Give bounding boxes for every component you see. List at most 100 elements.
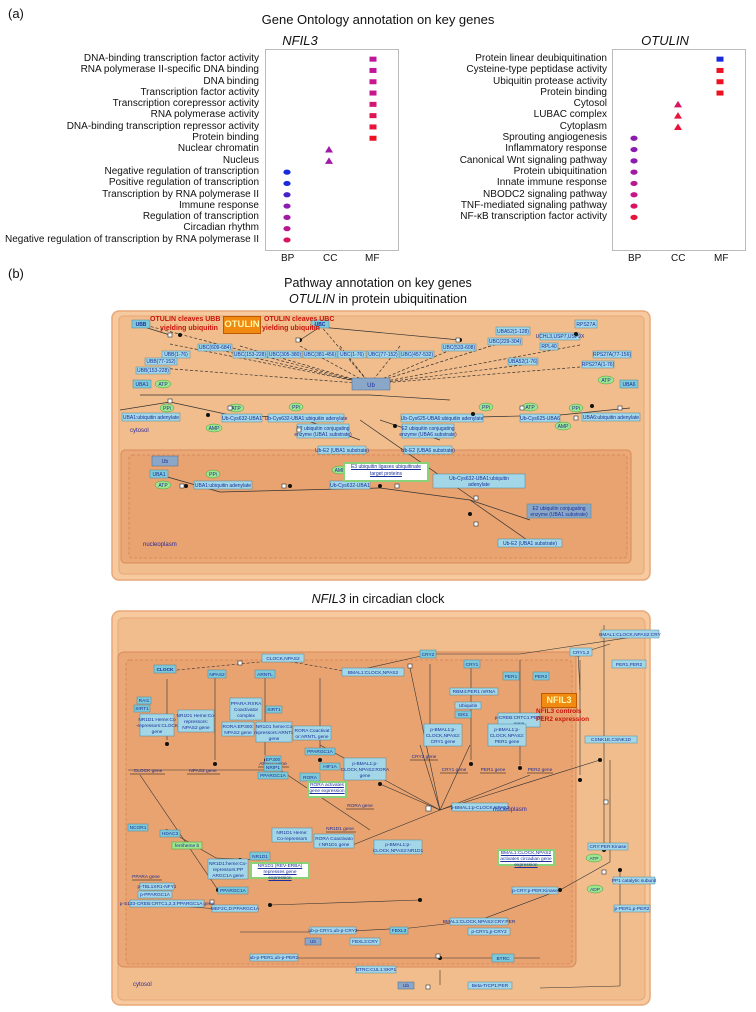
- svg-text:UBB: UBB: [136, 322, 147, 328]
- svg-text:CLOCK,NPAS2: CLOCK,NPAS2: [266, 656, 300, 662]
- svg-text:UBA6: UBA6: [622, 382, 635, 388]
- svg-text:complex: complex: [237, 713, 255, 719]
- otulin-nucleoplasm-label: nucleoplasm: [143, 542, 177, 548]
- svg-text:UBC(305-380): UBC(305-380): [269, 352, 302, 358]
- svg-text:PER2: PER2: [535, 674, 548, 680]
- svg-text:PPi: PPi: [209, 472, 217, 478]
- svg-text:CRY1: CRY1: [466, 662, 479, 668]
- svg-text:r:NR1D1 gene: r:NR1D1 gene: [319, 842, 350, 848]
- svg-text:UBA1: UBA1: [152, 472, 165, 478]
- svg-text:UBC(229-304): UBC(229-304): [489, 339, 522, 345]
- svg-text:RPS27A(1-76): RPS27A(1-76): [582, 362, 615, 368]
- go-term-marker: [674, 123, 682, 130]
- go-term-marker: [630, 203, 638, 209]
- go-term-label: DNA-binding transcription repressor acti…: [66, 120, 259, 132]
- svg-text:RORA:EP300:: RORA:EP300:: [223, 724, 254, 730]
- go-term-label: Transcription by RNA polymerase II: [102, 188, 259, 200]
- otulin-cleaves-ubb-line1: OTULIN cleaves UBB: [150, 316, 221, 323]
- svg-text:p-CREB:CRTC1:PER1: p-CREB:CRTC1:PER1: [495, 715, 544, 721]
- svg-text:Ubiquitin: Ubiquitin: [459, 703, 478, 709]
- svg-text:PPi: PPi: [482, 405, 490, 411]
- go-term-label: NF-κB transcription factor activity: [460, 211, 607, 223]
- svg-text:BMAL1:CLOCK,NPAS2: BMAL1:CLOCK,NPAS2: [348, 670, 399, 676]
- go-term-label: NBODC2 signaling pathway: [483, 188, 607, 200]
- svg-text:RORA: RORA: [303, 775, 318, 781]
- svg-text:gene: gene: [152, 730, 163, 735]
- svg-text:ATP: ATP: [590, 856, 599, 862]
- svg-text:CRY2: CRY2: [422, 652, 435, 658]
- svg-text:Ub: Ub: [403, 983, 409, 989]
- go-term-label: Immune response: [178, 199, 259, 211]
- svg-text:CLOCK,NPAS2:NR1D1: CLOCK,NPAS2:NR1D1: [373, 848, 424, 854]
- nfil3-markers: [283, 56, 377, 243]
- svg-text:NPAS2 gene: NPAS2 gene: [182, 725, 210, 731]
- nfil3-axis-mf: MF: [365, 253, 380, 264]
- otulin-cleaves-ubc-line2: yielding ubiquitin: [262, 325, 320, 332]
- panel-a-label: (a): [8, 6, 24, 21]
- svg-text:Ub: Ub: [162, 459, 169, 465]
- panel-b-subtitle-otulin: OTULIN in protein ubiquitination: [289, 292, 467, 306]
- svg-text:UBC(533-608): UBC(533-608): [443, 345, 476, 351]
- svg-text:PP1 catalytic subunit: PP1 catalytic subunit: [612, 878, 657, 884]
- otulin-cytosol-label: cytosol: [130, 428, 149, 434]
- svg-text:ub-p-CRY1,ub-p-CRY2: ub-p-CRY1,ub-p-CRY2: [308, 928, 357, 934]
- panel-b-subtitle-nfil3: NFIL3 in circadian clock: [311, 592, 445, 606]
- svg-text:E2 ubiquitin conjugating: E2 ubiquitin conjugating: [296, 426, 349, 432]
- go-term-label: Nucleus: [222, 154, 259, 166]
- nfil3-cytosol-label: cytosol: [133, 982, 152, 988]
- svg-text:E2 ubiquitin conjugating: E2 ubiquitin conjugating: [401, 426, 454, 432]
- svg-text:Ub-Cys625-UBA6: Ub-Cys625-UBA6: [520, 416, 560, 422]
- nfil3-plot-title: NFIL3: [282, 33, 318, 48]
- svg-text:enzyme (UBA6 substrate): enzyme (UBA6 substrate): [399, 432, 457, 438]
- svg-text:NRIP1: NRIP1: [266, 765, 280, 771]
- svg-text:ATP: ATP: [158, 483, 168, 489]
- svg-text:HIF1A: HIF1A: [323, 764, 337, 770]
- svg-text:PPARGC1A: PPARGC1A: [260, 773, 287, 779]
- svg-text:CLOCK,NPAS2:: CLOCK,NPAS2:: [490, 733, 525, 739]
- svg-text:UBC(381-456): UBC(381-456): [304, 352, 337, 358]
- bmal1-note: BMAL1:CLOCK,NPAS2 activates circadian ge…: [497, 849, 555, 868]
- svg-text:BTRC: BTRC: [496, 956, 510, 962]
- svg-text:CRY1 gene: CRY1 gene: [442, 767, 467, 773]
- svg-text:NCOR1: NCOR1: [130, 825, 147, 831]
- svg-text:PPARGC1A: PPARGC1A: [307, 749, 334, 755]
- svg-text:p-BMAL1:p-: p-BMAL1:p-: [494, 727, 520, 733]
- nfil3-axis-cc: CC: [323, 253, 338, 264]
- svg-text:UBA52(1-76): UBA52(1-76): [508, 359, 538, 365]
- go-term-label: DNA binding: [203, 75, 259, 87]
- go-term-marker: [283, 192, 291, 198]
- go-term-marker: [716, 67, 724, 73]
- svg-text:NPAS2: NPAS2: [209, 672, 225, 678]
- go-term-marker: [283, 203, 291, 209]
- svg-text:CRY1 gene: CRY1 gene: [431, 739, 456, 745]
- go-term-label: Negative regulation of transcription by …: [4, 233, 259, 245]
- svg-text:UCHL3,USP7,USP9X: UCHL3,USP7,USP9X: [536, 334, 585, 340]
- svg-text:p-S133-CREB:CRTC1,2,3:PPARGC1A: p-S133-CREB:CRTC1,2,3:PPARGC1A gene: [120, 901, 215, 907]
- go-term-label: Positive regulation of transcription: [108, 177, 259, 189]
- svg-text:RPS27A(77-156): RPS27A(77-156): [593, 352, 631, 358]
- otulin-cleaves-ubc-line1: OTULIN cleaves UBC: [264, 316, 335, 323]
- svg-text:UBB(77-152): UBB(77-152): [146, 359, 176, 365]
- svg-text:p-BMAL1:p-: p-BMAL1:p-: [352, 761, 378, 767]
- svg-text:ATP: ATP: [525, 405, 535, 411]
- svg-text:PPARA:RXRA: PPARA:RXRA: [231, 701, 262, 707]
- svg-text:ub-p-PER1,ub-p-PER2: ub-p-PER1,ub-p-PER2: [250, 955, 299, 961]
- go-term-label: Innate immune response: [496, 177, 607, 189]
- rora-note: RORA activates gene expression: [307, 781, 347, 798]
- svg-text:PER1: PER1: [505, 674, 518, 680]
- svg-text:p-BMAL1:p-: p-BMAL1:p-: [430, 727, 456, 733]
- svg-text:PER1 gene: PER1 gene: [481, 767, 506, 773]
- svg-text:NR1D1 gene: NR1D1 gene: [326, 826, 354, 832]
- svg-text:HDAC3: HDAC3: [162, 831, 179, 837]
- go-term-marker: [325, 146, 333, 153]
- svg-text:p-PPARGC1A: p-PPARGC1A: [140, 892, 171, 898]
- go-term-marker: [325, 157, 333, 164]
- svg-text:UBC(153-228): UBC(153-228): [234, 352, 267, 358]
- svg-text:CLOCK,NPAS2:: CLOCK,NPAS2:: [426, 733, 461, 739]
- svg-text:SIRT1: SIRT1: [267, 707, 281, 713]
- svg-text:gene: gene: [269, 737, 280, 742]
- go-term-marker: [283, 214, 291, 220]
- go-term-label: Negative regulation of transcription: [104, 165, 259, 177]
